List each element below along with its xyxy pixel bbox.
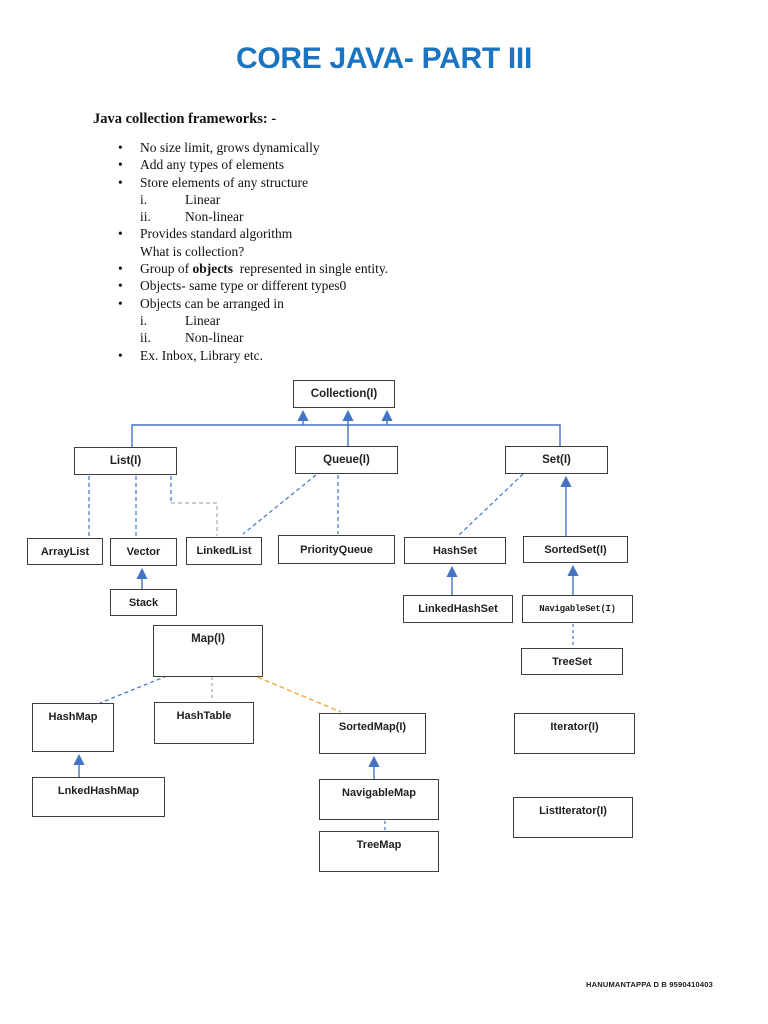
- edge-map-sortedmap: [249, 673, 342, 713]
- node-set: Set(I): [505, 446, 608, 474]
- list-item-text: Linear: [185, 312, 221, 328]
- node-hashmap: HashMap: [32, 703, 114, 752]
- node-navigablemap: NavigableMap: [319, 779, 439, 820]
- bullet-marker: •: [118, 278, 123, 294]
- list-item: i. Linear: [118, 191, 548, 208]
- list-item-text: Group of objects represented in single e…: [140, 261, 389, 277]
- node-queue: Queue(I): [295, 446, 398, 474]
- edge-queue-linkedlist: [242, 474, 317, 535]
- list-item: • Objects can be arranged in: [118, 295, 548, 312]
- list-item: • Ex. Inbox, Library etc.: [118, 347, 548, 364]
- list-marker: i.: [140, 191, 148, 207]
- edge-set-hashset: [457, 473, 524, 537]
- node-sortedset: SortedSet(I): [523, 536, 628, 563]
- list-marker: ii.: [140, 209, 151, 225]
- edge-list-linkedlist-elbow: [171, 502, 218, 536]
- list-item-text: Add any types of elements: [140, 157, 284, 173]
- node-iterator: Iterator(I): [514, 713, 635, 754]
- list-item-text: Ex. Inbox, Library etc.: [140, 347, 263, 363]
- section-heading: Java collection frameworks: -: [93, 111, 277, 127]
- list-item: • No size limit, grows dynamically: [118, 139, 548, 156]
- node-lnkedhashmap: LnkedHashMap: [32, 777, 165, 817]
- node-treeset: TreeSet: [521, 648, 623, 675]
- node-treemap: TreeMap: [319, 831, 439, 872]
- list-item-text: Linear: [185, 191, 221, 207]
- bullet-marker: •: [118, 347, 123, 363]
- node-list: List(I): [74, 447, 177, 475]
- list-item-text: Objects can be arranged in: [140, 295, 284, 311]
- bullet-marker: •: [118, 295, 123, 311]
- list-item-text: Provides standard algorithm: [140, 226, 293, 242]
- list-item: ii. Non-linear: [118, 329, 548, 346]
- node-arraylist: ArrayList: [27, 538, 103, 565]
- list-item-text: Non-linear: [185, 209, 244, 225]
- list-item: • Objects- same type or different types0: [118, 277, 548, 294]
- node-listiterator: ListIterator(I): [513, 797, 633, 838]
- edge-trunk: [131, 424, 561, 447]
- list-item: • Provides standard algorithm: [118, 225, 548, 242]
- node-hashset: HashSet: [404, 537, 506, 564]
- node-hashtable: HashTable: [154, 702, 254, 744]
- bullet-marker: •: [118, 140, 123, 155]
- node-map: Map(I): [153, 625, 263, 677]
- list-item: • Group of objects represented in single …: [118, 260, 548, 277]
- bullet-marker: •: [118, 261, 123, 277]
- node-stack: Stack: [110, 589, 177, 616]
- list-item-text: Non-linear: [185, 330, 244, 346]
- list-item: i. Linear: [118, 312, 548, 329]
- list-item: What is collection?: [118, 243, 548, 260]
- list-item-text: Objects- same type or different types0: [140, 278, 347, 294]
- list-item: • Store elements of any structure: [118, 174, 548, 191]
- list-item-text: No size limit, grows dynamically: [140, 140, 320, 155]
- list-item: • Add any types of elements: [118, 156, 548, 173]
- node-vector: Vector: [110, 538, 177, 566]
- node-navigableset: NavigableSet(I): [522, 595, 633, 623]
- list-item-text: What is collection?: [140, 243, 245, 259]
- page-title: CORE JAVA- PART III: [236, 42, 532, 75]
- edge-map-hashmap: [99, 675, 168, 704]
- node-sortedmap: SortedMap(I): [319, 713, 426, 754]
- node-collection: Collection(I): [293, 380, 395, 408]
- footer-author: HANUMANTAPPA D B 9590410403: [586, 980, 713, 989]
- list-marker: ii.: [140, 330, 151, 346]
- list-item: ii. Non-linear: [118, 208, 548, 225]
- bullet-marker: •: [118, 174, 123, 190]
- node-linkedlist: LinkedList: [186, 537, 262, 565]
- bullet-list: • No size limit, grows dynamically • Add an…: [118, 139, 548, 364]
- list-item-text: Store elements of any structure: [140, 174, 308, 190]
- node-linkedhashset: LinkedHashSet: [403, 595, 513, 623]
- node-priorityqueue: PriorityQueue: [278, 535, 395, 564]
- list-marker: i.: [140, 312, 148, 328]
- bullet-marker: •: [118, 157, 123, 173]
- bullet-marker: •: [118, 226, 123, 242]
